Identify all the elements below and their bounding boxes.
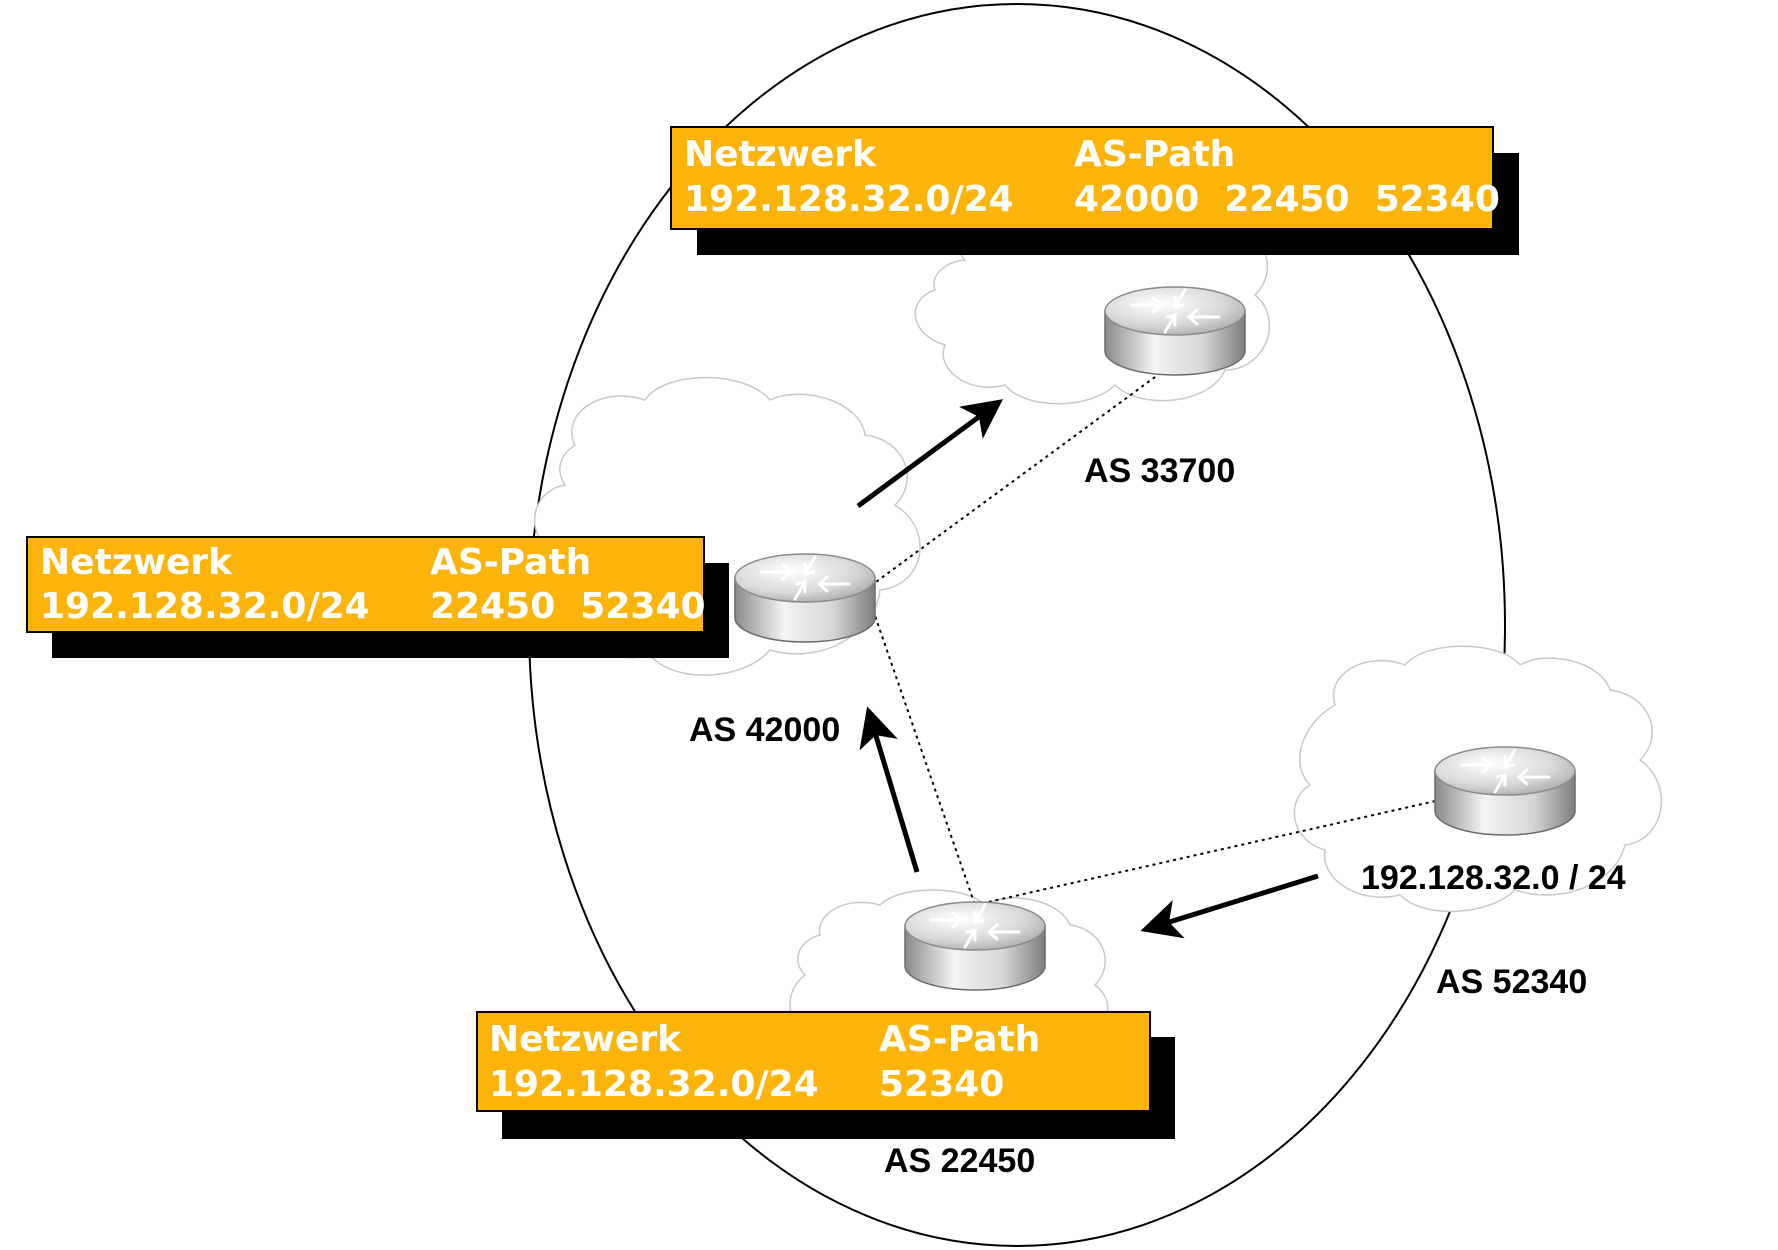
table-as-path-value: 42000 22450 52340 (1074, 179, 1500, 220)
table-header-as-path: AS-Path (879, 1019, 1040, 1060)
as-label-as22450: AS 22450 (884, 1142, 1035, 1180)
table-box (476, 1011, 1151, 1112)
routing-table-as33700: Netzwerk AS-Path 192.128.32.0/24 42000 2… (670, 126, 1519, 255)
arrows (856, 399, 1319, 939)
routing-table-as42000: Netzwerk AS-Path 192.128.32.0/24 22450 5… (26, 536, 729, 658)
table-header-network: Netzwerk (489, 1019, 682, 1060)
links (864, 354, 1441, 906)
router-as22450-icon[interactable] (903, 900, 1047, 992)
table-box (670, 126, 1494, 230)
router-as52340-icon[interactable] (1433, 745, 1577, 837)
arrow-icon (856, 399, 1004, 509)
table-network-value: 192.128.32.0/24 (489, 1064, 819, 1105)
origin-network-label: 192.128.32.0 / 24 (1361, 859, 1626, 897)
routing-table-as22450: Netzwerk AS-Path 192.128.32.0/24 52340 (476, 1011, 1175, 1139)
link-as42000-as22450 (872, 609, 976, 906)
table-header-network: Netzwerk (684, 134, 877, 175)
table-header-network: Netzwerk (40, 542, 233, 583)
router-as42000-icon[interactable] (733, 552, 877, 644)
as-label-as52340: AS 52340 (1436, 963, 1587, 1001)
table-box (26, 536, 705, 633)
as-label-as42000: AS 42000 (689, 711, 840, 749)
link-as42000-as33700 (864, 354, 1186, 591)
table-as-path-value: 52340 (879, 1064, 1004, 1105)
arrow-icon (1140, 873, 1319, 939)
as-label-as33700: AS 33700 (1084, 452, 1235, 490)
link-as22450-as52340 (974, 799, 1441, 906)
table-as-path-value: 22450 52340 (430, 586, 706, 627)
table-header-as-path: AS-Path (430, 542, 591, 583)
table-header-as-path: AS-Path (1074, 134, 1235, 175)
table-network-value: 192.128.32.0/24 (684, 179, 1014, 220)
table-network-value: 192.128.32.0/24 (40, 586, 370, 627)
arrow-icon (859, 706, 920, 873)
router-as33700-icon[interactable] (1103, 285, 1247, 377)
